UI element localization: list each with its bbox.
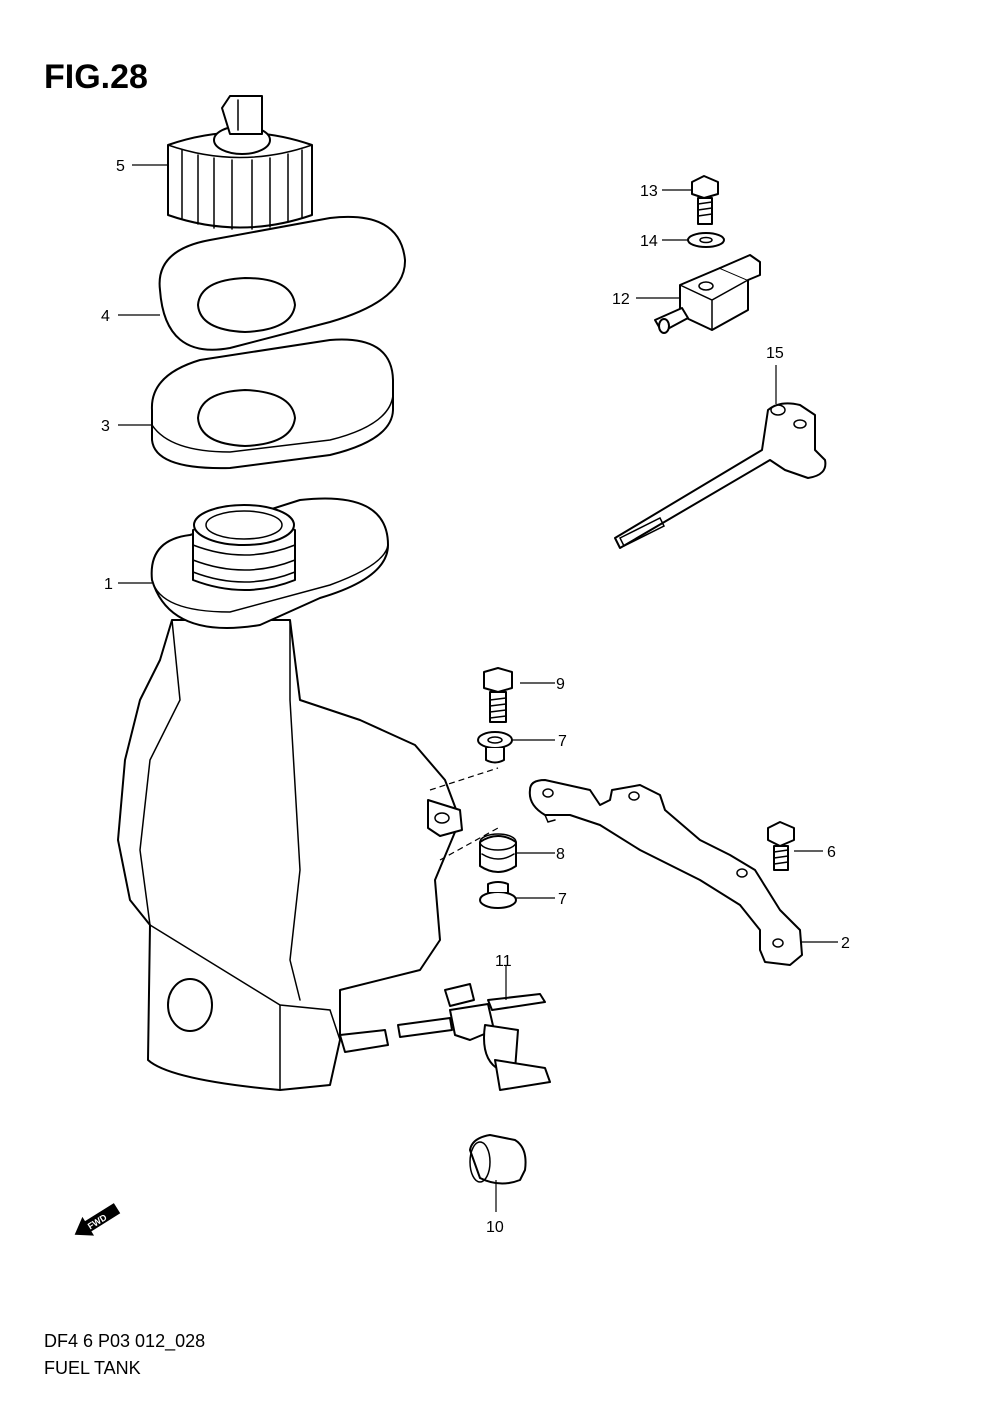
callout-1: 1 — [104, 576, 113, 593]
callout-11: 11 — [495, 953, 512, 970]
callout-14: 14 — [640, 233, 658, 250]
callout-10: 10 — [486, 1219, 504, 1236]
fuel-cap-part — [167, 95, 313, 230]
callout-12: 12 — [612, 291, 630, 308]
assembly-lines — [429, 767, 499, 861]
fwd-arrow-icon: FWD — [74, 1203, 121, 1236]
fuel-cock-part — [339, 983, 551, 1091]
collar-part-7-upper — [477, 731, 513, 764]
callout-15: 15 — [766, 345, 784, 362]
bracket-part — [528, 779, 803, 966]
figure-code: DF4 6 P03 012_028 — [44, 1331, 206, 1351]
callout-13: 13 — [640, 183, 658, 200]
filter-part — [469, 1134, 527, 1185]
callout-5: 5 — [116, 158, 125, 175]
sensor-part — [614, 402, 827, 549]
callout-7-lower: 7 — [558, 891, 567, 908]
callout-labels: 1 2 3 4 5 6 7 7 8 9 10 11 12 13 14 15 — [101, 158, 850, 1236]
callout-2: 2 — [841, 935, 850, 952]
callout-4: 4 — [101, 308, 110, 325]
bolt-part-9 — [483, 667, 513, 723]
screw-part-13 — [691, 175, 719, 225]
connector-part — [654, 254, 761, 334]
callout-7-upper: 7 — [558, 733, 567, 750]
callout-6: 6 — [827, 844, 836, 861]
grommet-part — [479, 833, 517, 873]
seal-ring-part — [150, 338, 394, 470]
callout-3: 3 — [101, 418, 110, 435]
washer-part — [687, 232, 725, 248]
figure-name: FUEL TANK — [44, 1358, 141, 1378]
callout-9: 9 — [556, 676, 565, 693]
callout-8: 8 — [556, 846, 565, 863]
gasket-part — [158, 216, 407, 351]
figure-title: FIG.28 — [44, 58, 148, 96]
fuel-tank-part — [117, 497, 463, 1091]
collar-part-7-lower — [479, 881, 517, 909]
bolt-part-6 — [767, 821, 795, 871]
leader-lines — [118, 164, 838, 1212]
